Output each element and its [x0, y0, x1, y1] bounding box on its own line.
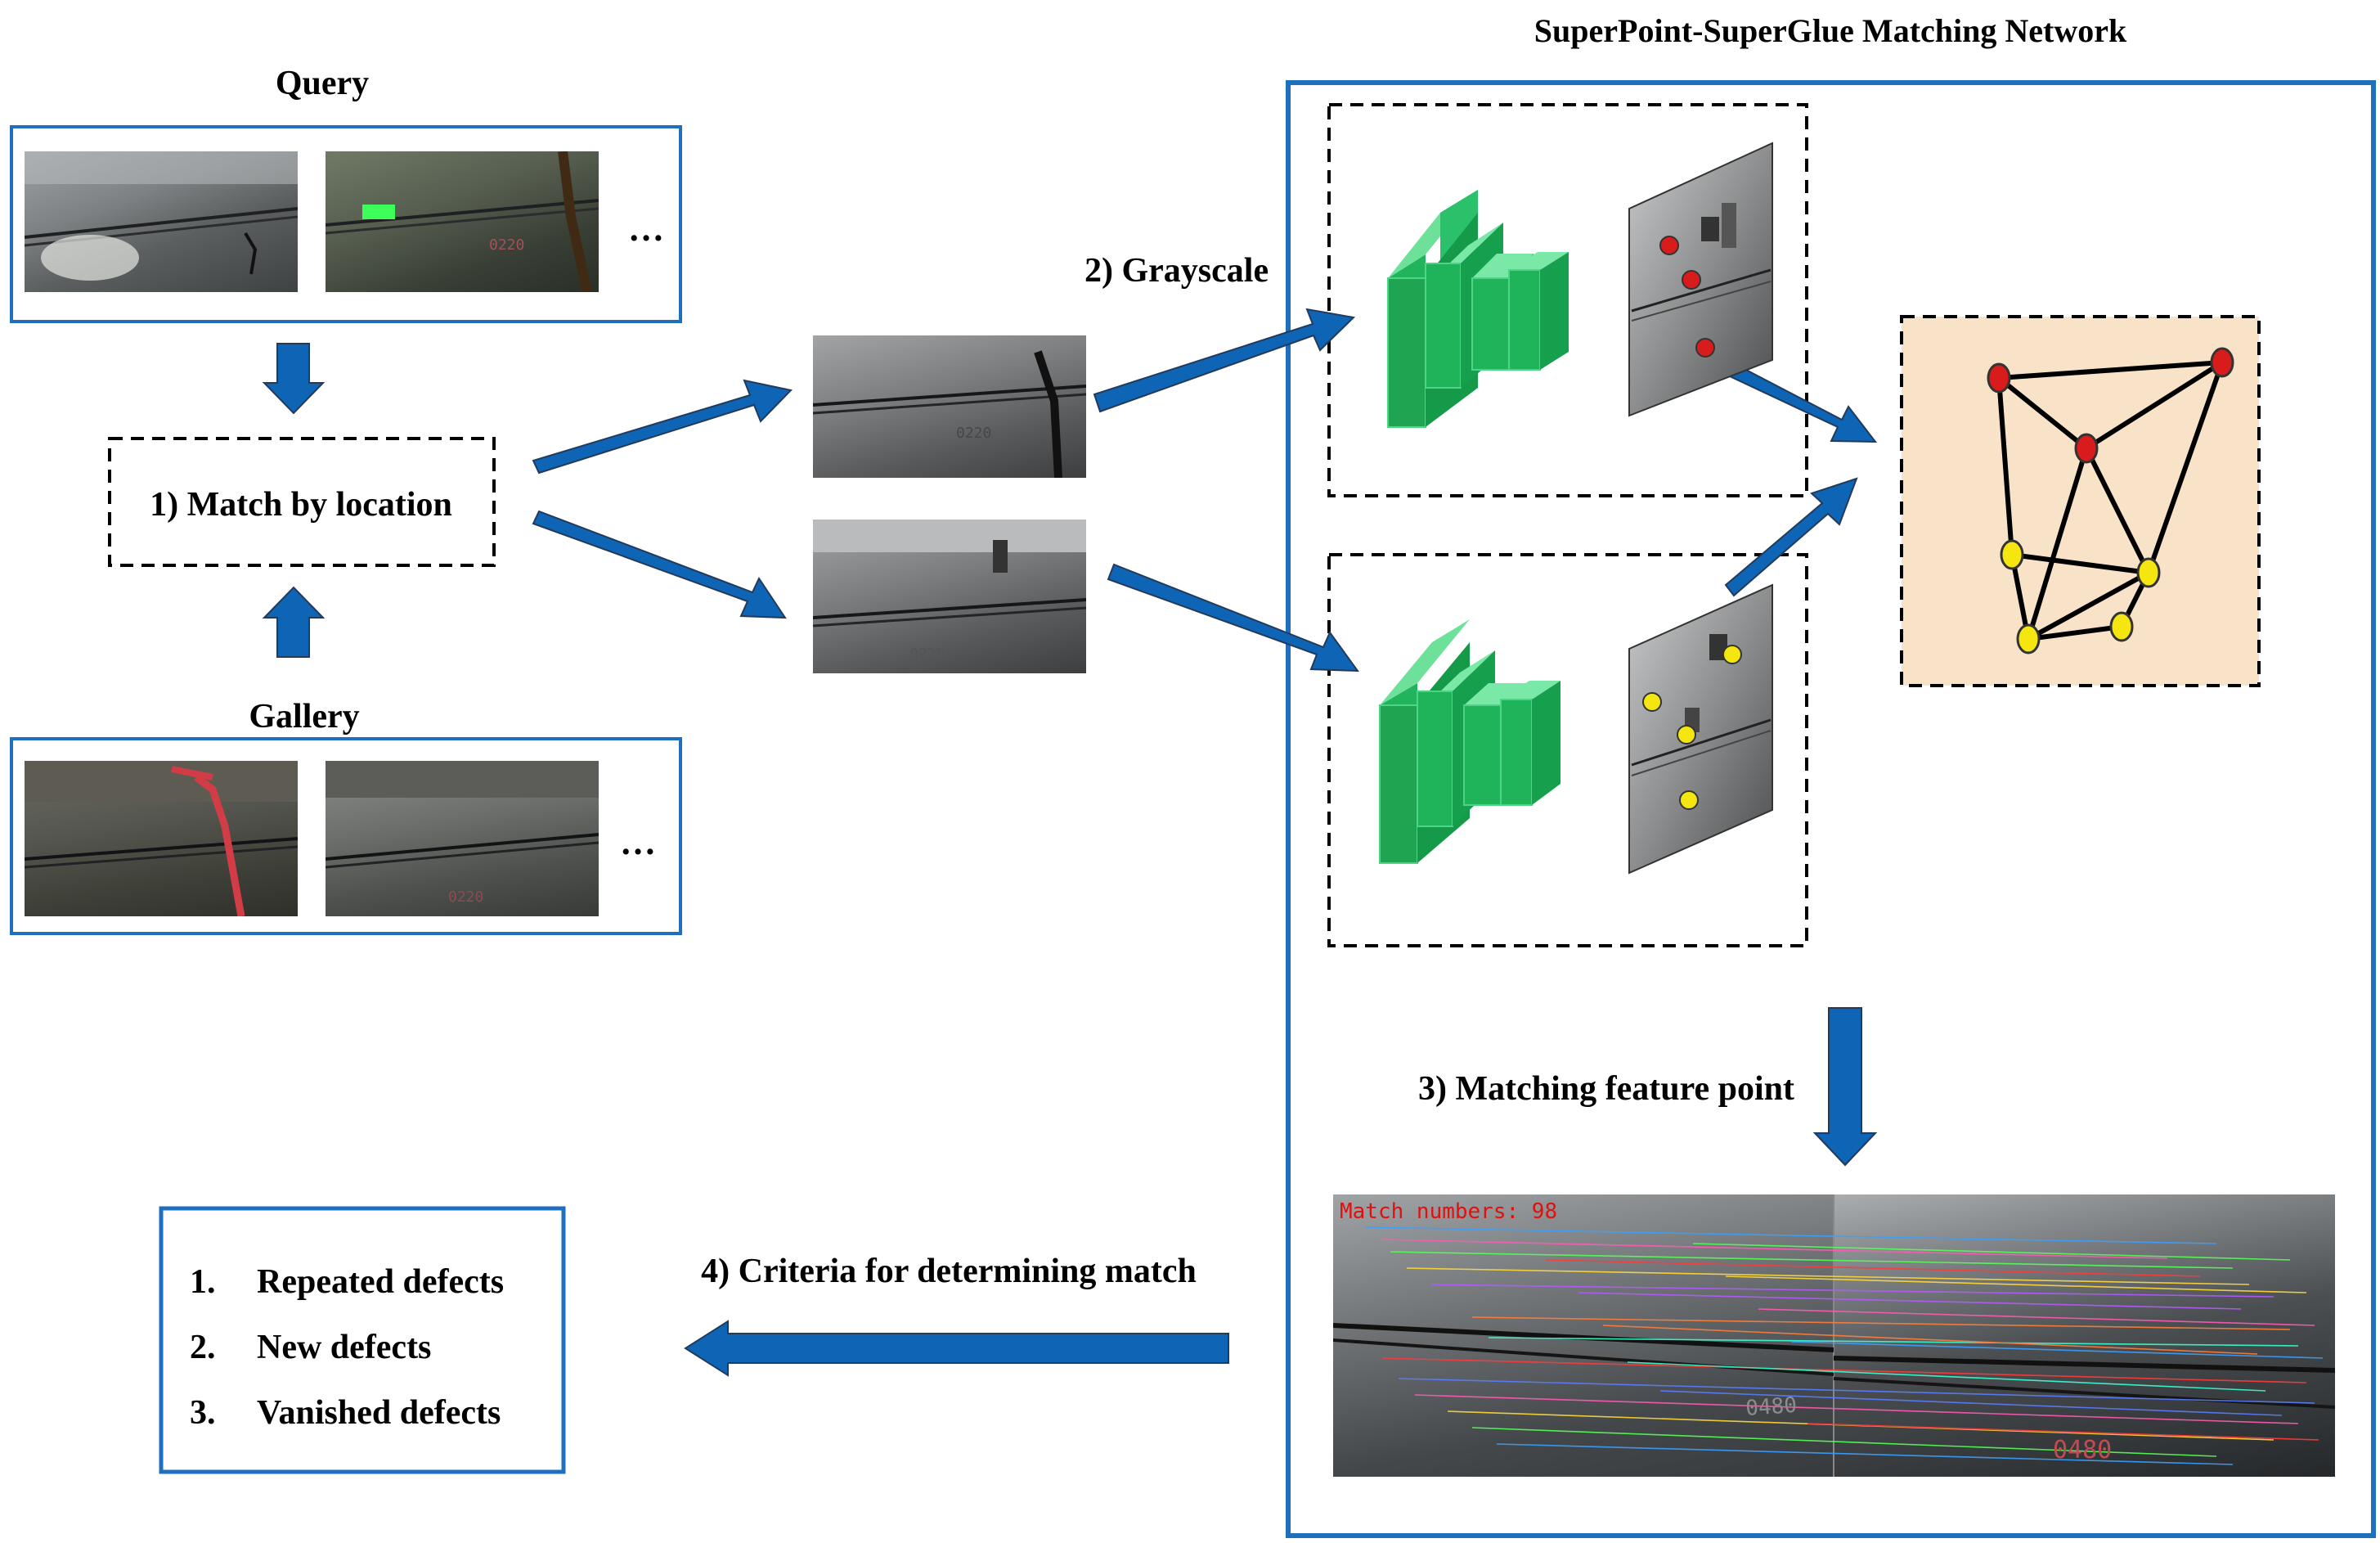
- graph-nodes: [1987, 347, 2234, 655]
- gallery-box: [10, 737, 682, 935]
- cnn-layers-icon-lower: [1379, 619, 1560, 864]
- query-photo-1: [25, 151, 298, 292]
- arrow-criteria-left: [684, 1320, 1229, 1377]
- criteria-label: 4) Criteria for determining match: [701, 1253, 1197, 1290]
- matching-feature-point-label: 3) Matching feature point: [1417, 1070, 1795, 1108]
- criteria-text-2: New defects: [257, 1329, 432, 1366]
- svg-text:0220: 0220: [489, 236, 524, 254]
- match-numbers-overlay: Match numbers: 98: [1340, 1199, 1558, 1224]
- arrow-matching-down: [1812, 1007, 1878, 1167]
- arrow-grayscale-upper: [1093, 308, 1356, 413]
- criteria-num-3: 3.: [190, 1394, 216, 1432]
- svg-text:0220: 0220: [909, 646, 945, 663]
- matching-result-image: 0480 0480 Match numbers: 98: [1333, 1194, 2335, 1477]
- grayscale-photo-2: 0220: [813, 520, 1086, 673]
- arrow-to-gray-lower: [532, 510, 787, 619]
- arrow-to-gray-upper: [532, 379, 793, 475]
- keypoint-image-upper: [1628, 142, 1773, 417]
- gallery-more-indicator: …: [620, 822, 656, 862]
- match-location-box: [108, 437, 496, 567]
- query-more-indicator: …: [628, 209, 664, 249]
- criteria-result-box: [159, 1206, 566, 1474]
- arrow-gray-lower-net: [1107, 563, 1360, 673]
- query-photo-2: 0220: [326, 151, 599, 292]
- query-box: [10, 125, 682, 323]
- criteria-num-1: 1.: [190, 1263, 216, 1301]
- gallery-photo-1: [25, 761, 298, 916]
- arrow-query-down: [262, 343, 326, 415]
- gallery-photo-2: 0220: [326, 761, 599, 916]
- svg-text:0220: 0220: [956, 425, 991, 442]
- network-title: SuperPoint-SuperGlue Matching Network: [1534, 12, 2127, 49]
- grayscale-photo-1: 0220: [813, 335, 1086, 478]
- keypoint-image-lower: [1628, 583, 1773, 875]
- svg-text:0480: 0480: [2053, 1436, 2112, 1464]
- criteria-text-3: Vanished defects: [257, 1394, 501, 1432]
- svg-text:0480: 0480: [1745, 1393, 1798, 1421]
- svg-text:0220: 0220: [448, 888, 483, 906]
- grayscale-label: 2) Grayscale: [1084, 252, 1269, 290]
- superpoint-box-lower: [1327, 553, 1808, 947]
- arrow-kp-lower-graph: [1724, 477, 1858, 597]
- superpoint-box-upper: [1327, 103, 1808, 497]
- gallery-title: Gallery: [249, 698, 360, 736]
- arrow-gallery-up: [262, 586, 326, 658]
- criteria-num-2: 2.: [190, 1329, 216, 1366]
- network-box: [1286, 80, 2376, 1538]
- query-title: Query: [275, 65, 370, 102]
- criteria-text-1: Repeated defects: [257, 1263, 505, 1301]
- match-by-location-label: 1) Match by location: [150, 486, 452, 524]
- cnn-layers-icon-upper: [1387, 190, 1569, 428]
